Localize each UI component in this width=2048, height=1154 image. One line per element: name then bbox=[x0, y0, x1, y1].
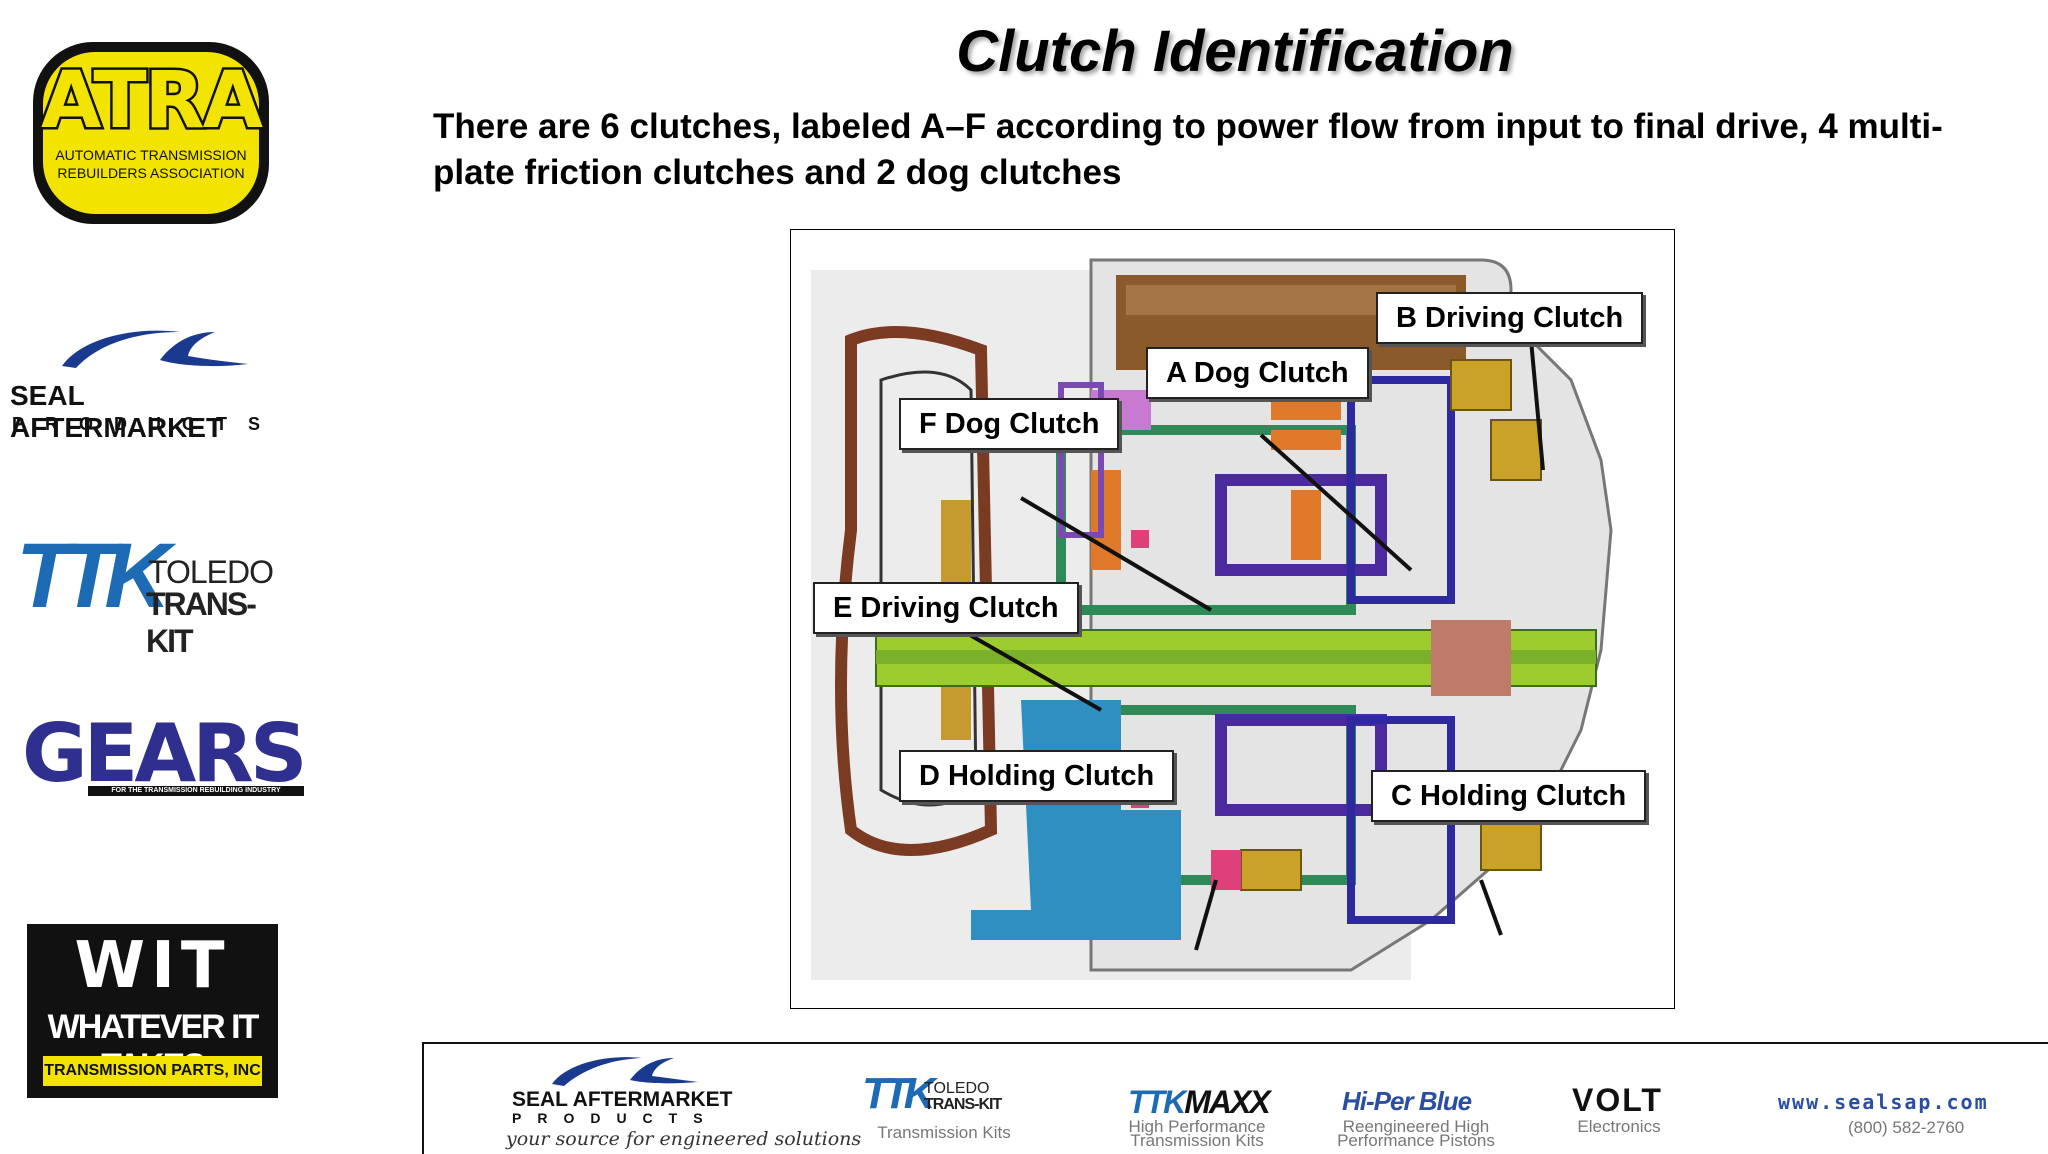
atra-logo-line1: AUTOMATIC TRANSMISSION bbox=[55, 147, 247, 163]
footer-website-link[interactable]: www.sealsap.com bbox=[1778, 1090, 1989, 1114]
seal-logo-name: SEAL AFTERMARKET bbox=[10, 380, 224, 443]
gears-logo-tagline: FOR THE TRANSMISSION REBUILDING INDUSTRY bbox=[88, 786, 304, 796]
toledo-trans-kit-logo: TTK TOLEDO TRANS-KIT bbox=[16, 525, 290, 659]
callout-e-driving-clutch: E Driving Clutch bbox=[813, 582, 1079, 634]
atra-logo-line2: REBUILDERS ASSOCIATION bbox=[57, 165, 245, 181]
footer-seal-products: PRODUCTS bbox=[512, 1110, 719, 1126]
footer-volt-logo: VOLT bbox=[1572, 1082, 1663, 1118]
footer-volt-caption: Electronics bbox=[1577, 1117, 1661, 1136]
wit-logo-word: WIT bbox=[74, 929, 231, 1003]
seal-logo-products: PRODUCTS bbox=[12, 414, 282, 434]
callout-b-driving-clutch: B Driving Clutch bbox=[1376, 292, 1644, 344]
atra-logo-word: ATRA bbox=[39, 54, 266, 149]
transmission-cutaway-diagram: B Driving Clutch A Dog Clutch F Dog Clut… bbox=[790, 229, 1675, 1009]
slide-body-text: There are 6 clutches, labeled A–F accord… bbox=[433, 107, 1943, 192]
seal-swoosh-icon bbox=[62, 330, 248, 368]
footer-hiper-caption-1: Reengineered High bbox=[1342, 1117, 1490, 1136]
wit-logo: WIT WHATEVER IT TAKES TRANSMISSION PARTS… bbox=[27, 924, 278, 1098]
footer-seal-swoosh-icon bbox=[552, 1057, 698, 1086]
footer-sponsor-banner: SEAL AFTERMARKET PRODUCTS your source fo… bbox=[422, 1042, 2048, 1154]
callout-c-holding-clutch: C Holding Clutch bbox=[1371, 770, 1647, 822]
wit-logo-line2: TRANSMISSION PARTS, INC bbox=[43, 1056, 262, 1086]
footer-seal-name: SEAL AFTERMARKET bbox=[512, 1088, 733, 1111]
footer-seal-tagline: your source for engineered solutions bbox=[506, 1128, 862, 1150]
gears-logo: GEARS FOR THE TRANSMISSION REBUILDING IN… bbox=[22, 712, 307, 802]
footer-phone-number: (800) 582-2760 bbox=[1848, 1118, 1965, 1137]
ttk-trans-kit-text: TRANS-KIT bbox=[146, 586, 257, 659]
callout-a-dog-clutch: A Dog Clutch bbox=[1146, 347, 1369, 399]
footer-ttk-caption: Transmission Kits bbox=[877, 1123, 1011, 1142]
seal-aftermarket-logo: SEAL AFTERMARKET PRODUCTS bbox=[10, 320, 300, 443]
footer-maxx-mark: TTK bbox=[1128, 1084, 1186, 1120]
ttk-toledo-text: TOLEDO bbox=[148, 554, 274, 590]
ttk-mark: TTK bbox=[16, 525, 171, 627]
footer-ttk-trans-kit: TRANS-KIT bbox=[924, 1096, 1002, 1113]
atra-logo-subtitle: AUTOMATIC TRANSMISSION REBUILDERS ASSOCI… bbox=[33, 146, 269, 182]
footer-maxx-caption-2: Transmission Kits bbox=[1130, 1131, 1264, 1150]
atra-logo: ATRA AUTOMATIC TRANSMISSION REBUILDERS A… bbox=[33, 42, 269, 224]
slide-title: Clutch Identification bbox=[956, 19, 1514, 84]
gears-logo-word: GEARS bbox=[22, 707, 307, 800]
footer-maxx-word: MAXX bbox=[1184, 1084, 1270, 1120]
footer-ttk-mark: TTK bbox=[862, 1069, 935, 1118]
footer-hiper-caption-2: Performance Pistons bbox=[1337, 1131, 1495, 1150]
footer-hiper-blue-logo: Hi-Per Blue bbox=[1342, 1086, 1472, 1116]
callout-f-dog-clutch: F Dog Clutch bbox=[899, 398, 1120, 450]
footer-maxx-caption: High Performance Transmission Kits bbox=[1124, 1117, 1270, 1150]
footer-ttk-maxx-logo: TTKMAXX bbox=[1128, 1084, 1271, 1121]
footer-hiper-caption: Reengineered High Performance Pistons bbox=[1336, 1117, 1496, 1150]
footer-ttk-toledo: TOLEDO bbox=[924, 1080, 990, 1097]
callout-d-holding-clutch: D Holding Clutch bbox=[899, 750, 1175, 802]
footer-maxx-caption-1: High Performance bbox=[1128, 1117, 1266, 1136]
